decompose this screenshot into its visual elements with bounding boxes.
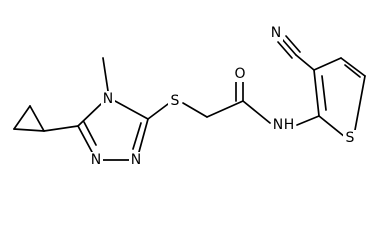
cyclopropyl-bond-c — [13, 128, 45, 132]
bond-c5-cyclopropyl — [43, 125, 79, 132]
atom-n-triazole-4-label: N — [103, 91, 113, 107]
amide-bond-n-co — [242, 100, 271, 124]
atom-s-thiophene: S — [343, 130, 357, 146]
thiophene-bond-c4-c5-double-line-1 — [340, 57, 366, 77]
bond-ch2-s — [182, 102, 208, 118]
molecule-structure-diagram: N O N H S S N N N — [13, 25, 366, 168]
cyclopropyl-bond-a — [29, 105, 45, 132]
nitrile-bond-line-2 — [277, 41, 293, 59]
triazole-bond-c5-n1-double-line-2 — [83, 121, 97, 146]
nitrile-bond-line-1 — [281, 38, 297, 56]
triazole-bond-n4-methyl — [102, 57, 109, 92]
atom-n-amide: N H — [271, 117, 295, 133]
thiophene-bond-c2-c3-double-line-1 — [313, 69, 320, 117]
atom-o-carbonyl-label: O — [234, 66, 245, 82]
atom-n-amide-label: N — [273, 117, 283, 133]
atom-o-carbonyl: O — [233, 66, 247, 82]
atom-s-thioether: S — [168, 93, 182, 109]
cyclopropyl-bond-b — [13, 105, 31, 130]
atom-n-triazole-4: N — [101, 91, 115, 107]
triazole-bond-n2-c3-double-line-1 — [138, 118, 149, 153]
triazole-bond-c5-n1-double-line-1 — [77, 125, 93, 153]
atom-n-triazole-1-label: N — [91, 152, 101, 168]
amide-bond-c2-n — [296, 115, 320, 126]
thiophene-bond-c5-s — [354, 75, 366, 131]
nitrile-bond-line-3 — [285, 35, 301, 53]
bond-s-c3triazole — [147, 103, 169, 120]
atom-n-triazole-2-label: N — [131, 152, 141, 168]
bond-co-ch2 — [206, 100, 244, 118]
triazole-bond-c3-n4 — [114, 100, 149, 120]
bonds — [13, 35, 366, 161]
triazole-bond-n4-c5 — [77, 103, 102, 127]
atom-labels: N O N H S S N N N — [89, 25, 357, 168]
thiophene-bond-c3-cnitrile — [295, 54, 315, 71]
thiophene-bond-c4-c5-double-line-2 — [344, 64, 361, 78]
thiophene-bond-s-c2 — [318, 115, 346, 138]
atom-h-amide-label: H — [284, 117, 295, 133]
triazole-bond-n2-c3-double-line-2 — [132, 122, 142, 150]
atom-n-nitrile: N — [269, 25, 283, 41]
atom-n-triazole-1: N — [89, 152, 103, 168]
thiophene-bond-c3-c4 — [313, 57, 342, 71]
atom-s-thioether-label: S — [171, 93, 180, 109]
atom-n-triazole-2: N — [129, 152, 143, 168]
atom-n-nitrile-label: N — [271, 25, 281, 41]
atom-s-thiophene-label: S — [346, 130, 355, 146]
thiophene-bond-c2-c3-double-line-2 — [321, 75, 327, 111]
